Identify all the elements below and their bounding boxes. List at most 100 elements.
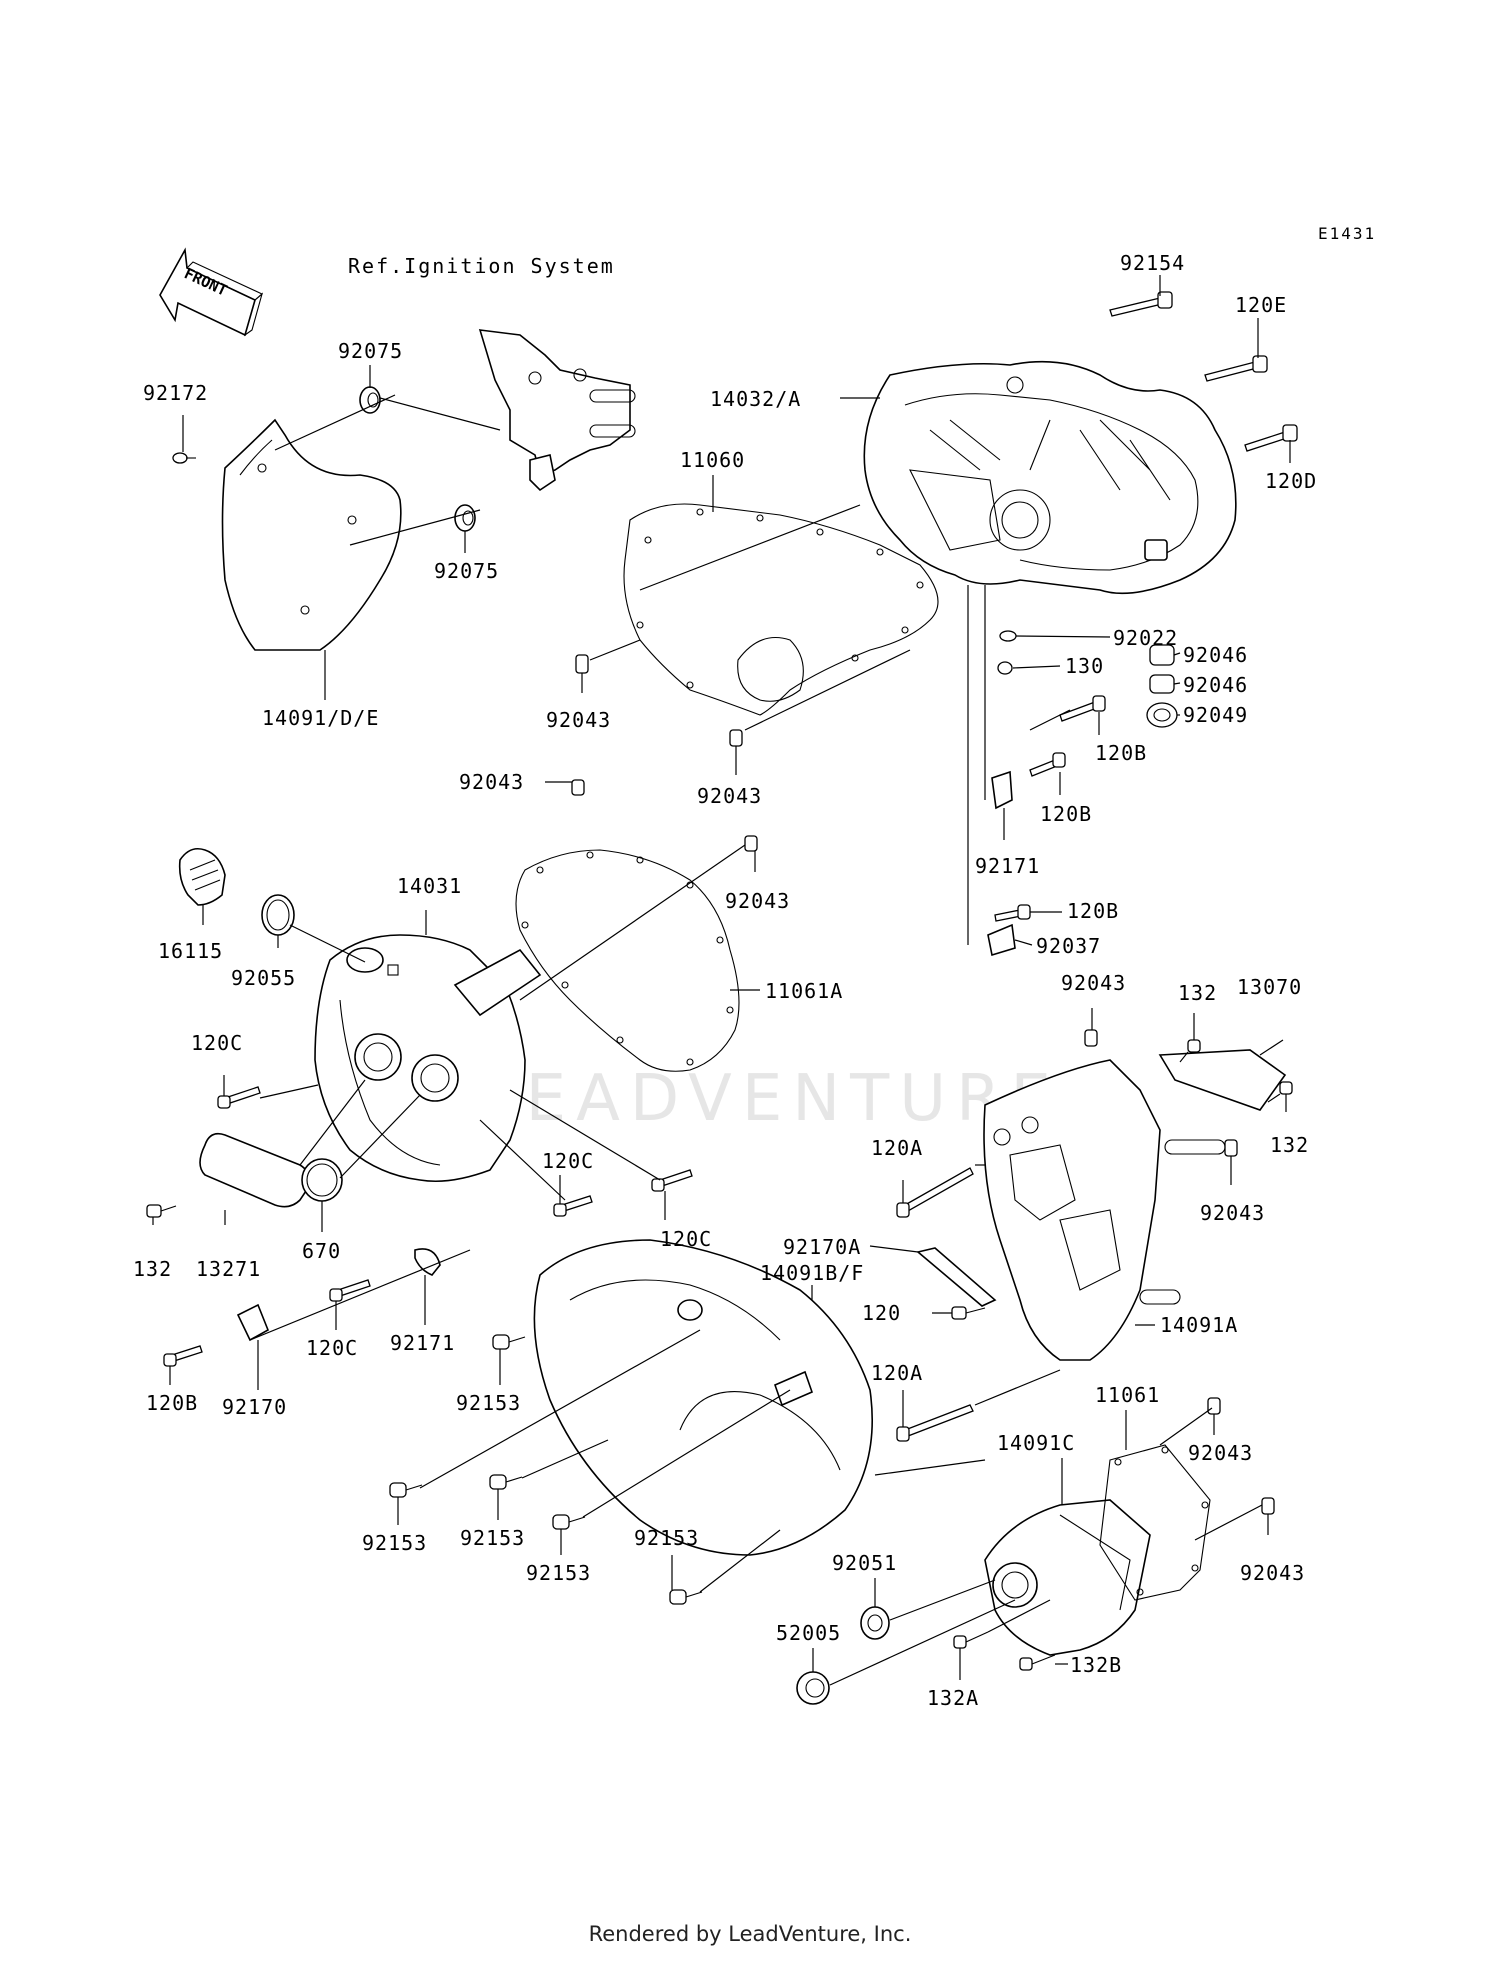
- plate-13271: [199, 1132, 310, 1208]
- label-92154: 92154: [1120, 251, 1185, 275]
- screw-92153-b: [389, 1482, 423, 1498]
- label-92043-d: 92043: [725, 889, 790, 913]
- label-14091c: 14091C: [997, 1431, 1075, 1455]
- label-92046-upper: 92046: [1183, 643, 1248, 667]
- label-11061a: 11061A: [765, 979, 843, 1003]
- bolt-120e: [1204, 355, 1268, 382]
- label-11060: 11060: [680, 448, 745, 472]
- label-92046-lower: 92046: [1183, 673, 1248, 697]
- footer-credit: Rendered by LeadVenture, Inc.: [588, 1922, 912, 1946]
- inner-cover-14031: [314, 934, 542, 1183]
- washer-92051: [860, 1606, 890, 1640]
- clamp-92170: [236, 1303, 270, 1342]
- dowel-92043-b: [729, 729, 743, 747]
- collar-92046-lower: [1149, 674, 1175, 694]
- label-120b-a: 120B: [1095, 741, 1147, 765]
- diagram-code: E1431: [1318, 224, 1376, 243]
- cover-14091c: [984, 1499, 1151, 1656]
- bolt-120b-c: [994, 904, 1031, 922]
- bolt-120b-b: [1029, 752, 1066, 777]
- label-670: 670: [302, 1239, 341, 1263]
- front-arrow-icon: FRONT: [159, 247, 264, 337]
- bolt-120a-upper: [896, 1167, 974, 1218]
- label-120a-upper: 120A: [871, 1136, 923, 1160]
- label-14091-d-e: 14091/D/E: [262, 706, 379, 730]
- label-92055: 92055: [231, 966, 296, 990]
- label-92075-lower: 92075: [434, 559, 499, 583]
- label-120c-a: 120C: [191, 1031, 243, 1055]
- label-120: 120: [862, 1301, 901, 1325]
- label-11061: 11061: [1095, 1383, 1160, 1407]
- label-132a: 132A: [927, 1686, 979, 1710]
- bracket-92170a: [916, 1247, 997, 1307]
- grommet-92075-lower: [454, 504, 476, 532]
- label-92037: 92037: [1036, 934, 1101, 958]
- label-16115: 16115: [158, 939, 223, 963]
- label-92153-a: 92153: [456, 1391, 521, 1415]
- label-132-lower: 132: [1270, 1133, 1309, 1157]
- label-14091-b-f: 14091B/F: [760, 1261, 864, 1285]
- bolt-130: [997, 661, 1013, 675]
- bolt-120c-c: [651, 1169, 693, 1192]
- ignition-bracket: [478, 329, 636, 492]
- label-92075-upper: 92075: [338, 339, 403, 363]
- dowel-92043-g: [1207, 1397, 1221, 1415]
- dowel-92043-d: [744, 835, 758, 852]
- bolt-120d: [1244, 424, 1298, 452]
- label-14032-a: 14032/A: [710, 387, 801, 411]
- seal-92049: [1146, 702, 1178, 728]
- label-92043-h: 92043: [1240, 1561, 1305, 1585]
- label-52005: 52005: [776, 1621, 841, 1645]
- clamp-92171-left: [414, 1248, 441, 1276]
- dowel-92043-h: [1261, 1497, 1275, 1515]
- label-120c-d: 120C: [306, 1336, 358, 1360]
- screw-92172: [172, 452, 196, 464]
- label-92153-b: 92153: [362, 1531, 427, 1555]
- screw-92153-c: [489, 1474, 523, 1490]
- label-120b-c: 120B: [1067, 899, 1119, 923]
- label-120c-c: 120C: [660, 1227, 712, 1251]
- bolt-132a: [953, 1631, 989, 1649]
- label-120e: 120E: [1235, 293, 1287, 317]
- label-132-left: 132: [133, 1257, 172, 1281]
- bolt-120b-a: [1059, 695, 1106, 722]
- label-92043-e: 92043: [1061, 971, 1126, 995]
- washer-92022: [999, 630, 1017, 642]
- label-92172: 92172: [143, 381, 208, 405]
- outer-cover-14032: [863, 360, 1237, 595]
- label-92171-right: 92171: [975, 854, 1040, 878]
- label-92049: 92049: [1183, 703, 1248, 727]
- bolt-92154: [1109, 291, 1173, 317]
- bolt-132b: [1019, 1654, 1056, 1671]
- label-13271: 13271: [196, 1257, 261, 1281]
- label-132b: 132B: [1070, 1653, 1122, 1677]
- dowel-92043-a: [575, 654, 589, 674]
- label-92153-d: 92153: [526, 1561, 591, 1585]
- cover-14091-d-e: [221, 418, 402, 651]
- housing-14091a: [983, 1059, 1226, 1361]
- screw-92153-a: [492, 1334, 526, 1350]
- gasket-11061a: [515, 849, 740, 1072]
- label-120b-d: 120B: [146, 1391, 198, 1415]
- bolt-120b-d: [163, 1345, 203, 1367]
- label-92043-b: 92043: [697, 784, 762, 808]
- bolt-120: [951, 1306, 986, 1320]
- label-120a-lower: 120A: [871, 1361, 923, 1385]
- label-132-upper: 132: [1178, 981, 1217, 1005]
- bolt-132-left: [146, 1204, 177, 1218]
- cap-16115: [178, 847, 226, 906]
- plate-13070: [1158, 1049, 1287, 1111]
- label-120c-b: 120C: [542, 1149, 594, 1173]
- label-92022: 92022: [1113, 626, 1178, 650]
- label-92043-c: 92043: [459, 770, 524, 794]
- label-120b-b: 120B: [1040, 802, 1092, 826]
- label-130: 130: [1065, 654, 1104, 678]
- label-14091a: 14091A: [1160, 1313, 1238, 1337]
- watermark: LEADVENTURE: [480, 1062, 1061, 1136]
- dowel-92043-f: [1224, 1139, 1238, 1157]
- bolt-120c-d: [329, 1279, 371, 1302]
- gasket-11061: [1099, 1444, 1211, 1601]
- label-92153-c: 92153: [460, 1526, 525, 1550]
- reference-note: Ref.Ignition System: [348, 254, 615, 278]
